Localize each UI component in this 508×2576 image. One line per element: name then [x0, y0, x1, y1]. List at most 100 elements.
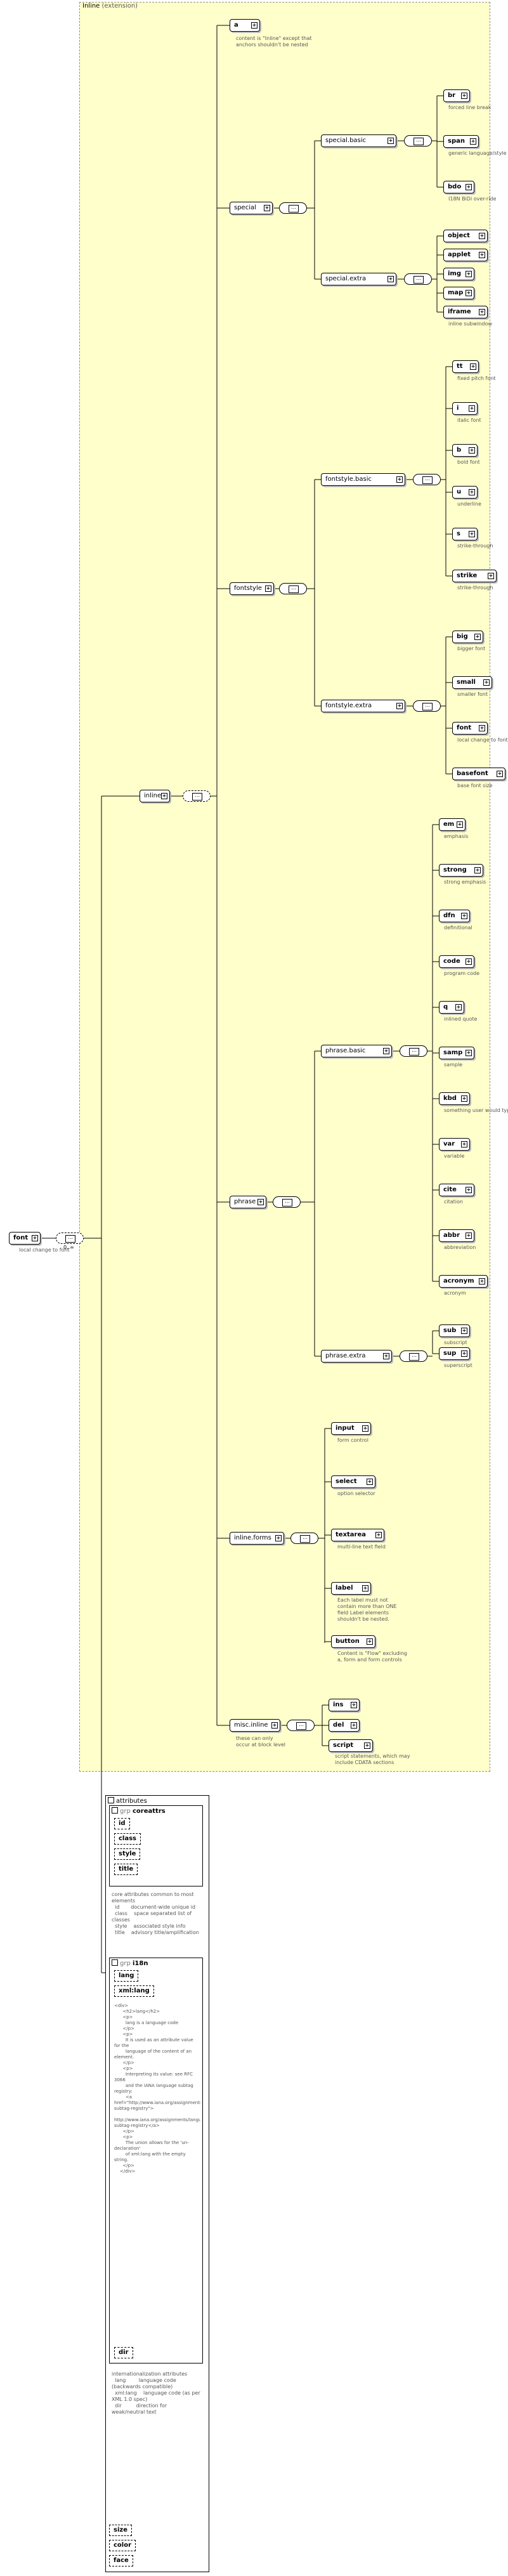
expand-icon[interactable]: + — [257, 1199, 264, 1205]
element-button[interactable]: button+ — [331, 1635, 375, 1648]
expand-icon[interactable]: + — [264, 205, 270, 211]
expand-icon[interactable]: + — [469, 447, 475, 454]
inline-choice[interactable]: ⋯ — [183, 790, 211, 802]
group-special-extra-choice[interactable]: ⋯ — [404, 273, 432, 285]
element-label[interactable]: label+ — [331, 1582, 371, 1595]
expand-icon[interactable]: + — [351, 1702, 357, 1708]
expand-icon[interactable]: + — [461, 1328, 467, 1334]
expand-icon[interactable]: + — [479, 725, 485, 731]
element-tt[interactable]: tt+ — [452, 360, 479, 373]
expand-icon[interactable]: + — [457, 821, 463, 828]
element-s[interactable]: s+ — [452, 528, 478, 540]
expand-icon[interactable]: + — [265, 585, 271, 592]
element-em[interactable]: em+ — [439, 818, 466, 831]
collapse-icon[interactable] — [108, 1797, 114, 1803]
expand-icon[interactable]: + — [396, 703, 403, 709]
expand-icon[interactable]: + — [461, 93, 467, 99]
attribute-title[interactable]: title — [114, 1864, 138, 1875]
element-var[interactable]: var+ — [439, 1138, 470, 1151]
misc-inline-choice[interactable]: ⋯ — [287, 1720, 315, 1731]
expand-icon[interactable]: + — [466, 958, 472, 965]
element-object[interactable]: object+ — [443, 230, 488, 242]
expand-icon[interactable]: + — [275, 1535, 282, 1541]
expand-icon[interactable]: + — [470, 363, 476, 370]
expand-icon[interactable]: + — [466, 1050, 472, 1056]
expand-icon[interactable]: + — [396, 476, 403, 483]
phrase-choice[interactable]: ⋯ — [273, 1196, 301, 1208]
element-basefont[interactable]: basefont+ — [452, 768, 505, 780]
root-choice[interactable]: ⋯ — [56, 1232, 84, 1244]
group-fontstyle-extra[interactable]: fontstyle.extra+ — [321, 700, 405, 712]
group-special-extra[interactable]: special.extra+ — [321, 273, 396, 285]
expand-icon[interactable]: + — [466, 1187, 472, 1193]
expand-icon[interactable]: + — [461, 1141, 467, 1147]
expand-icon[interactable]: + — [364, 1742, 370, 1749]
element-del[interactable]: del+ — [329, 1719, 360, 1732]
group-special[interactable]: special+ — [230, 202, 273, 214]
group-fontstyle[interactable]: fontstyle+ — [230, 582, 274, 595]
element-small[interactable]: small+ — [452, 676, 492, 689]
element-cite[interactable]: cite+ — [439, 1184, 474, 1196]
element-acronym[interactable]: acronym+ — [439, 1275, 488, 1288]
expand-icon[interactable]: + — [474, 867, 481, 873]
special-choice[interactable]: ⋯ — [279, 202, 307, 214]
element-samp[interactable]: samp+ — [439, 1047, 474, 1059]
element-big[interactable]: big+ — [452, 631, 483, 643]
expand-icon[interactable]: + — [271, 1722, 278, 1729]
group-fontstyle-basic-choice[interactable]: ⋯ — [413, 474, 441, 485]
expand-icon[interactable]: + — [497, 771, 503, 777]
element-b[interactable]: b+ — [452, 444, 478, 457]
expand-icon[interactable]: + — [479, 309, 485, 315]
element-sup[interactable]: sup+ — [439, 1347, 470, 1360]
attribute-id[interactable]: id — [114, 1818, 130, 1829]
collapse-icon[interactable] — [112, 1959, 118, 1966]
element-strike[interactable]: strike+ — [452, 570, 497, 582]
group-phrase-extra[interactable]: phrase.extra+ — [321, 1350, 392, 1363]
expand-icon[interactable]: + — [483, 679, 490, 686]
collapse-icon[interactable] — [112, 1807, 118, 1814]
attribute-lang[interactable]: lang — [114, 1970, 139, 1982]
element-font[interactable]: font+ — [9, 1232, 41, 1245]
expand-icon[interactable]: + — [375, 1532, 382, 1538]
attribute-size[interactable]: size — [109, 2525, 132, 2536]
element-i[interactable]: i+ — [452, 402, 478, 415]
expand-icon[interactable]: + — [466, 1232, 472, 1239]
expand-icon[interactable]: + — [469, 531, 475, 537]
expand-icon[interactable]: + — [461, 1350, 467, 1357]
expand-icon[interactable]: + — [362, 1585, 368, 1592]
expand-icon[interactable]: + — [461, 1095, 467, 1102]
expand-icon[interactable]: + — [32, 1235, 38, 1241]
element-code[interactable]: code+ — [439, 955, 474, 968]
expand-icon[interactable]: + — [367, 1638, 373, 1645]
expand-icon[interactable]: + — [469, 405, 475, 412]
group-fontstyle-extra-choice[interactable]: ⋯ — [413, 700, 441, 712]
expand-icon[interactable]: + — [455, 1004, 462, 1010]
element-input[interactable]: input+ — [331, 1422, 371, 1435]
inline-forms-choice[interactable]: ⋯ — [290, 1533, 318, 1544]
element-select[interactable]: select+ — [331, 1475, 375, 1488]
element-bdo[interactable]: bdo+ — [443, 181, 474, 193]
expand-icon[interactable]: + — [466, 184, 472, 190]
element-font[interactable]: font+ — [452, 722, 488, 735]
expand-icon[interactable]: + — [383, 1353, 389, 1359]
group-special-basic[interactable]: special.basic+ — [321, 134, 396, 147]
expand-icon[interactable]: + — [388, 276, 394, 282]
element-map[interactable]: map+ — [443, 287, 474, 299]
expand-icon[interactable]: + — [351, 1722, 357, 1729]
element-script[interactable]: script+ — [329, 1739, 373, 1752]
attribute-dir[interactable]: dir — [114, 2347, 133, 2358]
element-ins[interactable]: ins+ — [329, 1699, 360, 1711]
group-phrase-extra-choice[interactable]: ⋯ — [400, 1350, 427, 1362]
group-special-basic-choice[interactable]: ⋯ — [404, 135, 432, 147]
element-br[interactable]: br+ — [443, 89, 470, 102]
element-span[interactable]: span+ — [443, 135, 479, 148]
element-u[interactable]: u+ — [452, 486, 478, 499]
expand-icon[interactable]: + — [383, 1048, 389, 1054]
attribute-xml-lang[interactable]: xml:lang — [114, 1985, 154, 1997]
group-phrase-basic-choice[interactable]: ⋯ — [400, 1045, 427, 1057]
attribute-face[interactable]: face — [109, 2555, 133, 2566]
attribute-color[interactable]: color — [109, 2540, 136, 2551]
expand-icon[interactable]: + — [488, 573, 494, 579]
expand-icon[interactable]: + — [362, 1425, 368, 1432]
element-q[interactable]: q+ — [439, 1001, 464, 1014]
